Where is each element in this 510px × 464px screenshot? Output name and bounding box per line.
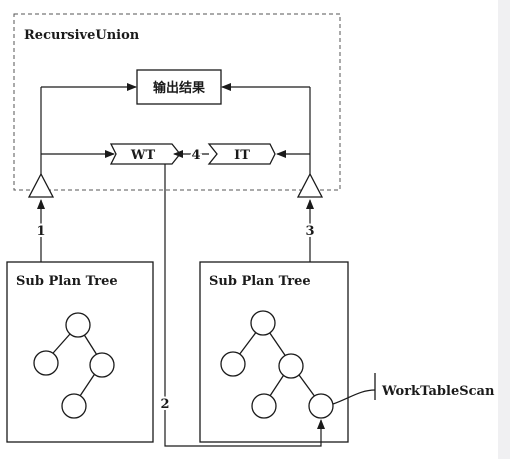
- right-tree-right-node: [278, 353, 304, 379]
- recursive-union-label: RecursiveUnion: [24, 28, 140, 43]
- left-tree-right-node: [89, 352, 115, 378]
- right-tree-left-node: [220, 351, 246, 377]
- right-tree-leaf-left-node: [251, 393, 277, 419]
- it-label: IT: [234, 148, 250, 163]
- worktablescan-label: WorkTableScan: [381, 384, 495, 399]
- right-subplan-label: Sub Plan Tree: [209, 274, 311, 289]
- page-edge-strip: [498, 0, 510, 459]
- worktablescan-node: [308, 393, 334, 419]
- step-2-label: 2: [160, 397, 169, 412]
- worktablescan-callout: [332, 389, 376, 405]
- wt-node: [109, 143, 181, 165]
- left-union-input-triangle: [27, 172, 55, 198]
- right-plan-tree: [220, 310, 334, 419]
- it-node: [207, 143, 276, 165]
- output-result-label: 输出结果: [153, 80, 205, 96]
- left-tree-left-node: [33, 350, 59, 376]
- step-3-label: 3: [305, 224, 314, 239]
- left-subplan-label: Sub Plan Tree: [16, 274, 118, 289]
- right-union-input-triangle: [296, 172, 324, 198]
- right-tree-root-node: [250, 310, 276, 336]
- arrow-step-2: [164, 164, 325, 447]
- step-1-label: 1: [36, 224, 45, 239]
- wt-label: WT: [130, 148, 156, 163]
- recursive-union-box: [13, 13, 341, 191]
- step-4-label: 4: [191, 148, 200, 163]
- left-tree-root-node: [65, 312, 91, 338]
- left-tree-leaf-node: [61, 393, 87, 419]
- left-plan-tree: [33, 312, 115, 419]
